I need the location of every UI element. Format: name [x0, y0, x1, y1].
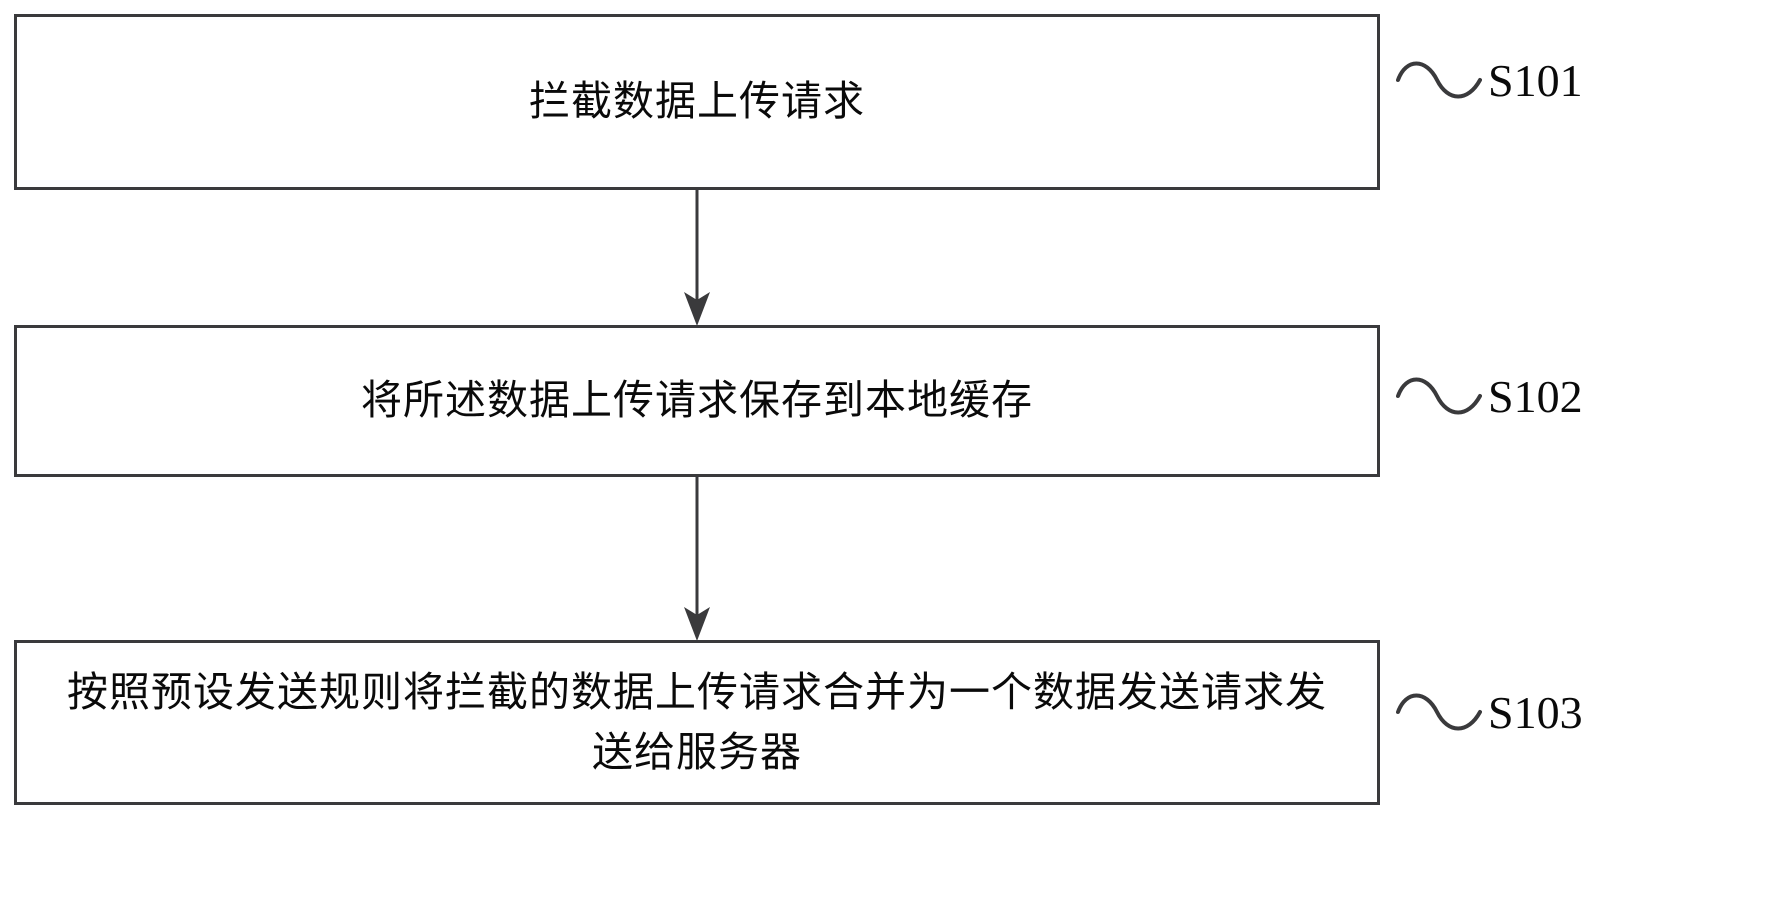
process-box-s101[interactable]: 拦截数据上传请求 [14, 14, 1380, 190]
arrow-head [684, 607, 710, 641]
step-callout-s103-label: S103 [1488, 687, 1583, 738]
step-callout-s102-label: S102 [1488, 371, 1583, 422]
process-box-s103[interactable]: 按照预设发送规则将拦截的数据上传请求合并为一个数据发送请求发 送给服务器 [14, 640, 1380, 805]
squiggle-connector-icon [1396, 61, 1482, 99]
squiggle-connector-icon [1396, 693, 1482, 731]
process-box-s101-label: 拦截数据上传请求 [529, 78, 865, 125]
step-callout-s101-label: S101 [1488, 55, 1583, 106]
process-box-s102[interactable]: 将所述数据上传请求保存到本地缓存 [14, 325, 1380, 477]
arrow-head [684, 292, 710, 326]
step-callout-s101: S101 [1396, 58, 1583, 104]
step-callout-s103: S103 [1396, 690, 1583, 736]
process-box-s102-label: 将所述数据上传请求保存到本地缓存 [361, 377, 1033, 424]
squiggle-connector-icon [1396, 377, 1482, 415]
process-box-s103-label: 按照预设发送规则将拦截的数据上传请求合并为一个数据发送请求发 送给服务器 [67, 669, 1327, 775]
step-callout-s102: S102 [1396, 374, 1583, 420]
